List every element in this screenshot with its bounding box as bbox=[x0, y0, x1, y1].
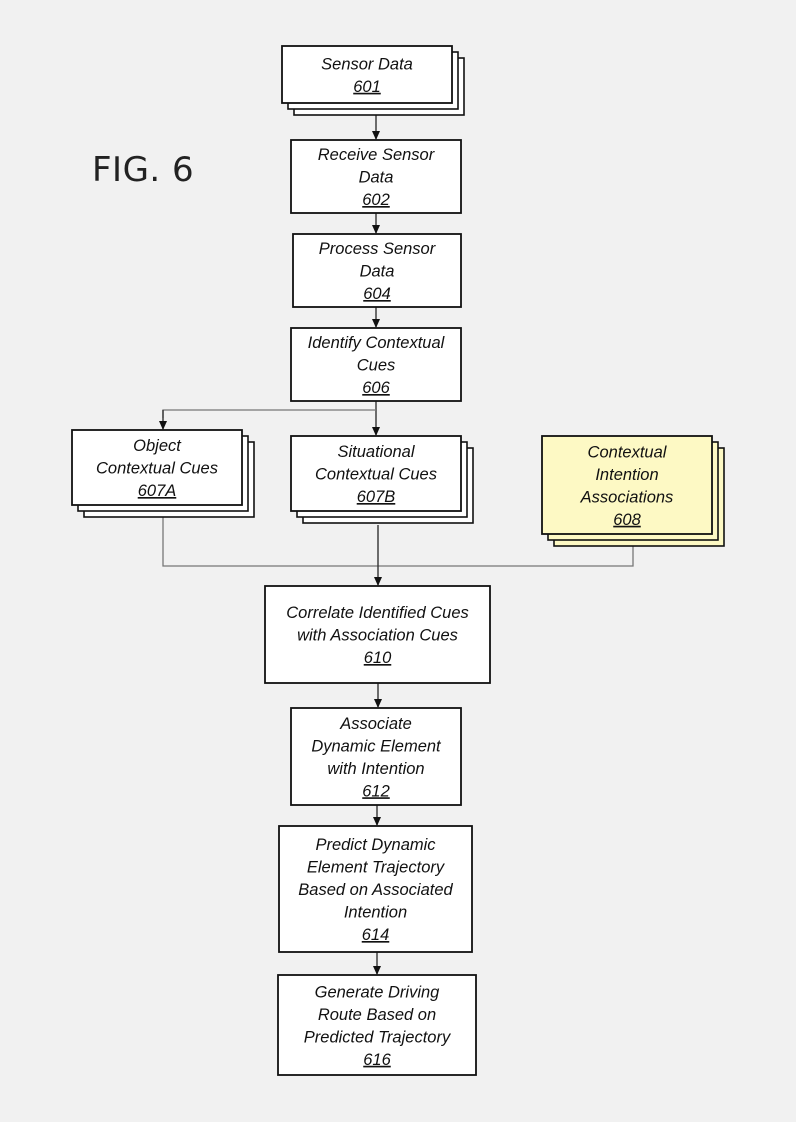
node-label-line: Contextual Cues bbox=[315, 466, 437, 484]
node-box bbox=[290, 139, 462, 214]
node-label-line: Based on Associated bbox=[298, 881, 453, 899]
connectors bbox=[159, 103, 634, 975]
node-label-line: Predicted Trajectory bbox=[304, 1028, 452, 1046]
node-reference-number: 616 bbox=[363, 1051, 391, 1069]
node-label-line: Receive Sensor bbox=[318, 146, 436, 164]
node-label-line: Contextual Cues bbox=[96, 460, 218, 478]
node-reference-number: 610 bbox=[364, 649, 392, 667]
node-box bbox=[290, 327, 462, 402]
node-label-line: with Association Cues bbox=[297, 627, 458, 645]
node-label-line: Data bbox=[359, 169, 394, 187]
node-box bbox=[278, 825, 473, 953]
node-reference-number: 601 bbox=[353, 78, 381, 96]
node-reference-number: 607A bbox=[138, 482, 177, 500]
node-label-line: Element Trajectory bbox=[307, 859, 446, 877]
node-label-line: Data bbox=[360, 263, 395, 281]
node-box bbox=[290, 435, 462, 512]
node-box bbox=[264, 585, 491, 684]
node-label-line: with Intention bbox=[327, 760, 424, 778]
node-label-line: Object bbox=[133, 437, 182, 455]
node-reference-number: 606 bbox=[362, 379, 390, 397]
node-box bbox=[541, 435, 713, 535]
node-label-line: Situational bbox=[337, 443, 415, 461]
node-box bbox=[292, 233, 462, 308]
node-reference-number: 608 bbox=[613, 511, 641, 529]
node-610-correlate-identified-cues: Correlate Identified Cues with Associatio… bbox=[264, 585, 491, 684]
node-label-line: Cues bbox=[357, 357, 396, 375]
node-label-line: Generate Driving bbox=[315, 983, 441, 1001]
node-label-line: Intention bbox=[595, 466, 658, 484]
node-label-line: Identify Contextual bbox=[308, 334, 446, 352]
node-label-line: Process Sensor bbox=[319, 240, 437, 258]
node-label-line: Associate bbox=[339, 715, 412, 733]
node-reference-number: 604 bbox=[363, 285, 391, 303]
node-label-line: Predict Dynamic bbox=[315, 836, 436, 854]
node-box bbox=[277, 974, 477, 1076]
node-label-line: Sensor Data bbox=[321, 55, 413, 73]
node-label-line: Contextual bbox=[588, 443, 668, 461]
node-label-line: Route Based on bbox=[318, 1006, 436, 1024]
node-reference-number: 602 bbox=[362, 191, 390, 209]
node-box bbox=[71, 429, 243, 506]
figure-title: FIG. 6 bbox=[92, 150, 194, 190]
node-reference-number: 614 bbox=[362, 926, 390, 944]
node-label-line: Correlate Identified Cues bbox=[286, 604, 469, 622]
node-601-sensor-data: Sensor Data 601 bbox=[281, 45, 465, 116]
connector-606-to-607a bbox=[162, 409, 376, 418]
node-box bbox=[290, 707, 462, 806]
node-reference-number: 607B bbox=[357, 488, 396, 506]
node-box bbox=[281, 45, 453, 104]
node-reference-number: 612 bbox=[362, 782, 390, 800]
connector-cues-merge bbox=[162, 517, 634, 567]
node-label-line: Intention bbox=[344, 904, 407, 922]
node-label-line: Dynamic Element bbox=[311, 737, 442, 755]
node-label-line: Associations bbox=[580, 488, 674, 506]
